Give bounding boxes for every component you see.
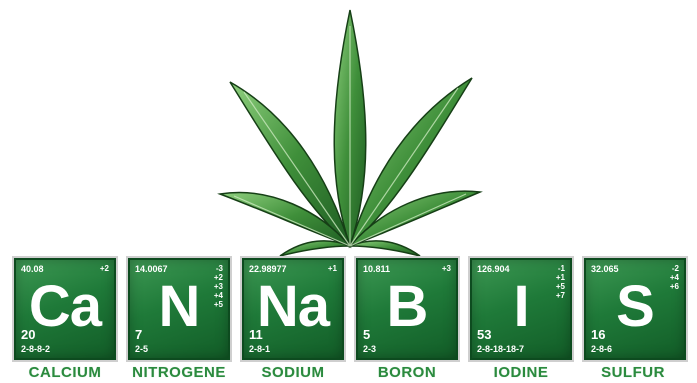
element-name: SULFUR (601, 364, 665, 381)
atomic-mass: 32.065 (591, 264, 619, 274)
element-name: IODINE (493, 364, 549, 381)
electron-config: 2-8-1 (249, 344, 271, 354)
atomic-number: 7 (135, 327, 143, 342)
atomic-number: 5 (363, 327, 371, 342)
element-symbol: I (513, 274, 529, 339)
element-name: SODIUM (261, 364, 325, 381)
electron-config: 2-8-18-18-7 (477, 344, 525, 354)
oxidation-states: +2 (99, 264, 109, 273)
oxidation-states: -1 +1 +5 +7 (555, 264, 565, 300)
atomic-number: 53 (477, 327, 492, 342)
atomic-number: 11 (249, 327, 263, 342)
element-tile-sulfur: 32.065 -2 +4 +6 S 16 2-8-6 (582, 256, 688, 362)
electron-config: 2-8-6 (591, 344, 613, 354)
atomic-mass: 40.08 (21, 264, 44, 274)
element-name: CALCIUM (28, 364, 102, 381)
element-tile-sodium: 22.98977 +1 Na 11 2-8-1 (240, 256, 346, 362)
oxidation-states: -3 +2 +3 +4 +5 (213, 264, 223, 309)
element-symbol: B (386, 274, 429, 339)
element-name: BORON (377, 364, 437, 381)
element-tile-boron: 10.811 +3 B 5 2-3 (354, 256, 460, 362)
cannabis-leaf-icon (210, 6, 490, 258)
element-tile-iodine: 126.904 -1 +1 +5 +7 I 53 2-8-18-18-7 (468, 256, 574, 362)
element-tile-calcium: 40.08 +2 Ca 20 2-8-8-2 (12, 256, 118, 362)
oxidation-states: -2 +4 +6 (669, 264, 679, 291)
oxidation-states: +1 (327, 264, 337, 273)
electron-config: 2-8-8-2 (21, 344, 51, 354)
electron-config: 2-3 (363, 344, 377, 354)
atomic-mass: 10.811 (363, 264, 391, 274)
element-symbol: N (158, 274, 201, 339)
atomic-mass: 126.904 (477, 264, 510, 274)
element-symbol: Na (256, 274, 330, 339)
atomic-mass: 22.98977 (249, 264, 287, 274)
element-name: NITROGENE (132, 364, 226, 381)
atomic-number: 20 (21, 327, 36, 342)
electron-config: 2-5 (135, 344, 149, 354)
oxidation-states: +3 (441, 264, 451, 273)
atomic-mass: 14.0067 (135, 264, 168, 274)
element-symbol: S (616, 274, 655, 339)
atomic-number: 16 (591, 327, 606, 342)
element-symbol: Ca (28, 274, 102, 339)
element-tile-nitrogene: 14.0067 -3 +2 +3 +4 +5 N 7 2-5 (126, 256, 232, 362)
